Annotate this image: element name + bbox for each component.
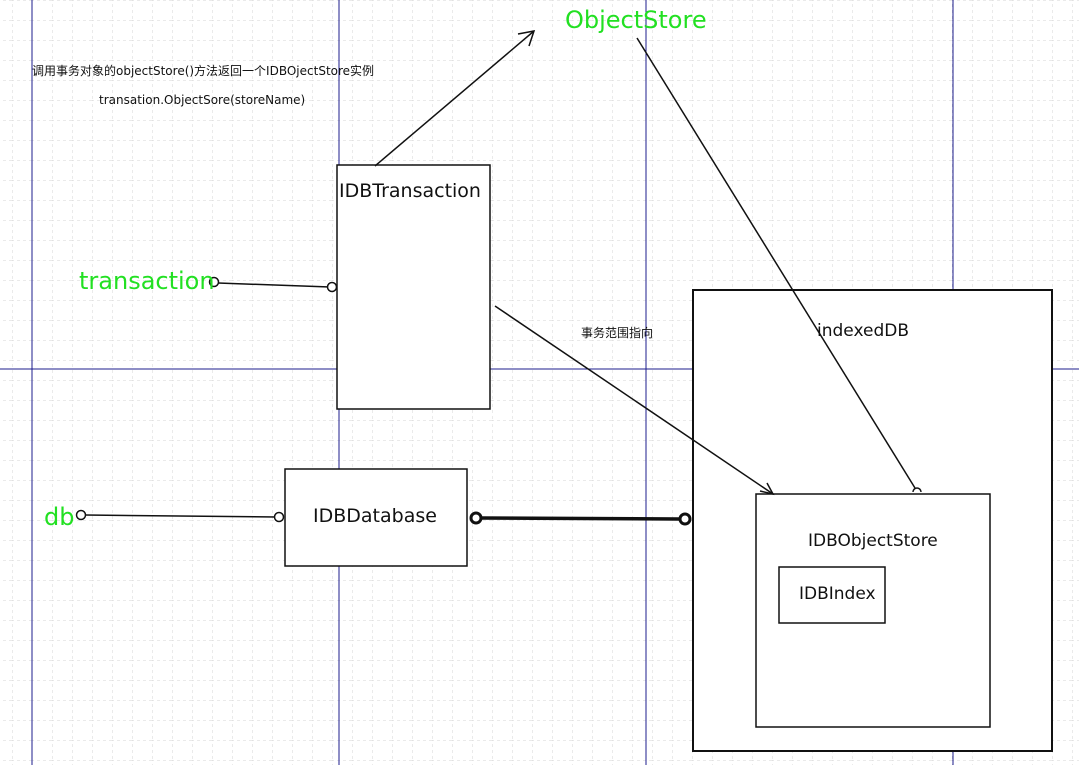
indexeddb-title: indexedDB [817, 321, 909, 341]
idbdatabase-title: IDBDatabase [313, 505, 437, 527]
idbobjectstore-title: IDBObjectStore [808, 531, 938, 551]
transaction-connector [208, 276, 338, 293]
note-line2: transation.ObjectSore(storeName) [99, 93, 306, 107]
idbtransaction-title: IDBTransaction [339, 180, 481, 202]
db-label: db [44, 503, 75, 531]
db-connector [75, 509, 285, 523]
transaction-to-objectstore-arrow [374, 30, 536, 167]
scope-note: 事务范围指向 [581, 326, 654, 340]
idbdatabase-box [284, 468, 468, 567]
transaction-label: transaction [79, 267, 215, 295]
objectstore-to-idbobjectstore-line [636, 37, 922, 493]
objectstore-label: ObjectStore [565, 6, 707, 34]
note-line1: 调用事务对象的objectStore()方法返回一个IDBOjectStore实… [32, 64, 375, 78]
transaction-scope-arrow [494, 305, 775, 496]
idbindex-title: IDBIndex [799, 584, 876, 604]
database-to-indexeddb-connector [469, 511, 692, 526]
idbindex-box [778, 566, 886, 624]
